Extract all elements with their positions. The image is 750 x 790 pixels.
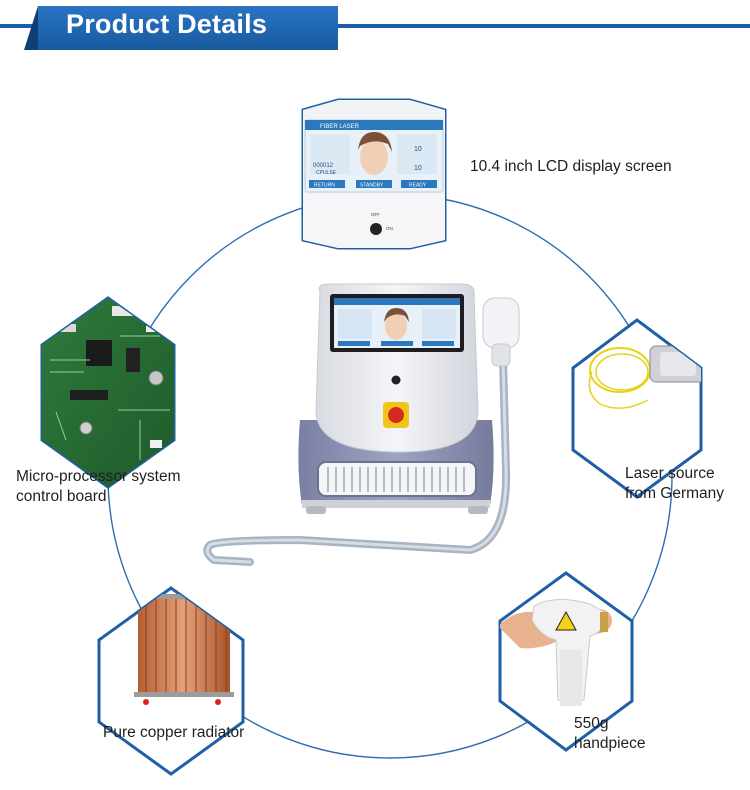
label-control-board: Micro-processor system control board [16,467,181,507]
lcd-return-button: RETURN [314,183,335,189]
label-laser-line1: Laser source [625,465,715,482]
center-handpiece [482,297,520,349]
power-switch-icon [370,223,382,235]
lcd-right-value-1: 10 [414,146,422,153]
emergency-stop-icon [388,407,404,423]
laser-warning-icon [555,610,577,631]
label-board-line2: control board [16,488,107,505]
label-radiator-text: Pure copper radiator [103,724,245,741]
label-handpiece-line2: handpiece [574,735,646,752]
banner-stripe [0,24,750,28]
hex-copper-radiator [97,586,245,776]
banner-tab [38,6,338,50]
lcd-left-sub: CPULSE [316,170,337,176]
processor-chip [86,340,112,366]
label-handpiece: 550g handpiece [574,714,646,754]
face-image [360,139,388,175]
center-device [203,283,520,566]
hex-laser-source [571,318,703,499]
lcd-screen-title: FIBER LASER [320,124,360,130]
label-laser-source: Laser source from Germany [625,464,724,504]
label-handpiece-line1: 550g [574,715,609,732]
lcd-standby-button: STANDBY [360,183,384,189]
device-power-icon [391,375,401,385]
label-lcd-screen: 10.4 inch LCD display screen [470,157,672,177]
switch-on-label: ON [386,226,393,231]
switch-off-label: OFF [371,212,380,217]
label-copper-radiator: Pure copper radiator [103,723,244,743]
header-banner: Product Details [0,0,750,52]
hex-handpiece [498,571,634,752]
label-board-line1: Micro-processor system [16,468,181,485]
air-vent [317,461,477,497]
label-lcd-text: 10.4 inch LCD display screen [470,158,672,175]
lcd-left-value: 000012 [313,163,334,169]
page-title: Product Details [66,9,268,39]
lcd-ready-button: READY [409,183,427,189]
lcd-right-value-2: 10 [414,165,422,172]
label-laser-line2: from Germany [625,485,725,502]
hex-lcd-screen: FIBER LASER 000012 CPULSE 10 10 RETURN S… [301,98,447,250]
hex-control-board [40,296,176,489]
